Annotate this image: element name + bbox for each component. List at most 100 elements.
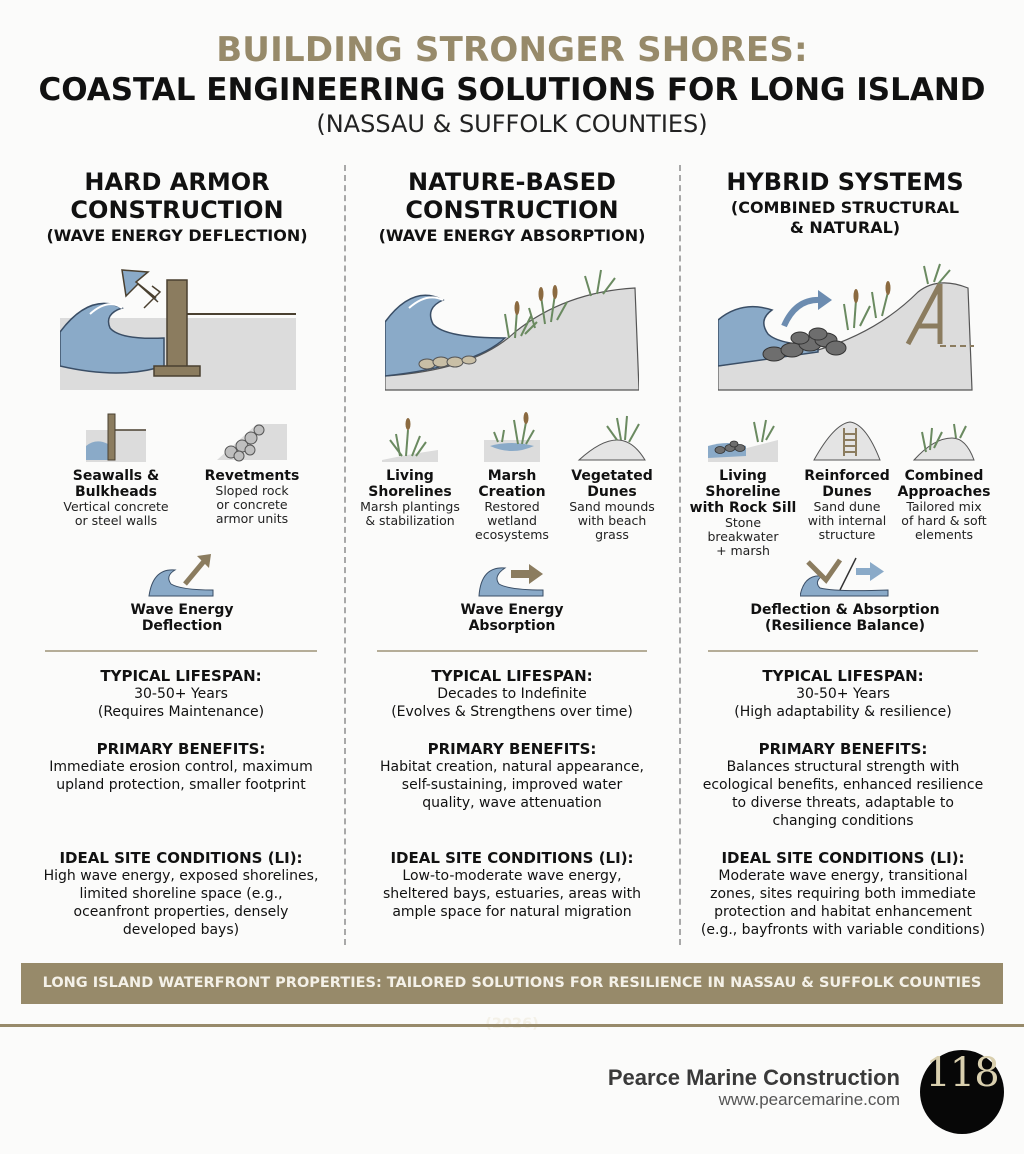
energy-label: Absorption xyxy=(468,618,556,634)
lifespan-text: (High adaptability & resilience) xyxy=(734,704,952,720)
item-desc: with beach xyxy=(577,513,647,528)
conditions-text: ample space for natural migration xyxy=(392,904,632,920)
item-title: Shorelines xyxy=(368,484,452,500)
item-marsh-creation: Marsh Creation Restored wetland ecosyste… xyxy=(458,410,566,542)
column-hybrid: HYBRID SYSTEMS (COMBINED STRUCTURAL & NA… xyxy=(680,168,1010,238)
section-rule xyxy=(708,650,978,652)
lifespan-heading: TYPICAL LIFESPAN: xyxy=(431,667,593,685)
combined-icon xyxy=(912,423,975,461)
item-desc: Sand mounds xyxy=(569,499,655,514)
item-desc: Stone xyxy=(724,515,762,530)
wave-absorb-icon xyxy=(478,564,544,597)
item-desc: or concrete xyxy=(216,497,288,512)
dune-icon xyxy=(577,415,646,461)
conditions-section: IDEAL SITE CONDITIONS (LI): High wave en… xyxy=(26,849,336,939)
item-title: Approaches xyxy=(897,484,991,500)
column-nature-based: NATURE-BASED CONSTRUCTION (WAVE ENERGY A… xyxy=(347,168,677,246)
item-combined-approaches: Combined Approaches Tailored mix of hard… xyxy=(890,410,998,542)
wetland-icon xyxy=(484,412,540,462)
conditions-text: Low-to-moderate wave energy, xyxy=(402,868,622,884)
lifespan-text: (Evolves & Strengthens over time) xyxy=(391,704,633,720)
marsh-grass-icon xyxy=(382,418,438,462)
column-heading: HYBRID SYSTEMS xyxy=(726,168,964,196)
title-line-1: BUILDING STRONGER SHORES: xyxy=(216,30,808,70)
item-reinforced-dunes: Reinforced Dunes Sand dune with internal… xyxy=(793,410,901,542)
hybrid-illustration xyxy=(718,263,974,391)
item-desc: ecosystems xyxy=(475,527,549,542)
item-title: with Rock Sill xyxy=(689,500,797,516)
column-subheading: (COMBINED STRUCTURAL xyxy=(730,198,960,217)
benefits-heading: PRIMARY BENEFITS: xyxy=(758,740,928,758)
conditions-text: Moderate wave energy, transitional xyxy=(718,868,968,884)
item-desc: or steel walls xyxy=(74,513,158,528)
reinforced-dune-icon xyxy=(813,421,881,461)
benefits-text: ecological benefits, enhanced resilience xyxy=(702,777,984,793)
item-desc: Tailored mix xyxy=(906,499,982,514)
section-rule xyxy=(45,650,317,652)
item-title: Dunes xyxy=(822,484,872,500)
lifespan-text: (Requires Maintenance) xyxy=(97,704,265,720)
column-divider xyxy=(679,165,681,945)
lifespan-section: TYPICAL LIFESPAN: 30-50+ Years (High ada… xyxy=(688,667,998,721)
benefits-text: Habitat creation, natural appearance, xyxy=(380,759,644,775)
item-desc: wetland xyxy=(487,513,537,528)
column-heading: CONSTRUCTION xyxy=(405,196,619,224)
item-title: Vegetated xyxy=(571,468,653,484)
item-desc: armor units xyxy=(215,511,289,526)
conditions-text: (e.g., bayfronts with variable condition… xyxy=(700,922,986,938)
bottom-banner: LONG ISLAND WATERFRONT PROPERTIES: TAILO… xyxy=(21,963,1003,1032)
lifespan-section: TYPICAL LIFESPAN: Decades to Indefinite … xyxy=(357,667,667,721)
benefits-text: Immediate erosion control, maximum xyxy=(49,759,313,775)
item-vegetated-dunes: Vegetated Dunes Sand mounds with beach g… xyxy=(558,410,666,542)
item-desc: elements xyxy=(914,527,974,542)
benefits-text: changing conditions xyxy=(772,813,914,829)
item-seawalls: Seawalls & Bulkheads Vertical concrete o… xyxy=(62,410,170,528)
benefits-section: PRIMARY BENEFITS: Immediate erosion cont… xyxy=(26,740,336,794)
benefits-text: Balances structural strength with xyxy=(726,759,960,775)
column-heading: NATURE-BASED xyxy=(408,168,616,196)
benefits-text: quality, wave attenuation xyxy=(422,795,602,811)
energy-label: Deflection xyxy=(141,618,223,634)
seawall-illustration xyxy=(60,269,296,390)
column-subheading: (WAVE ENERGY DEFLECTION) xyxy=(46,226,308,245)
item-desc: grass xyxy=(595,527,629,542)
energy-label: (Resilience Balance) xyxy=(764,618,926,634)
energy-label: Wave Energy xyxy=(460,602,564,618)
lifespan-section: TYPICAL LIFESPAN: 30-50+ Years (Requires… xyxy=(26,667,336,721)
item-desc: structure xyxy=(818,527,876,542)
conditions-section: IDEAL SITE CONDITIONS (LI): Low-to-moder… xyxy=(357,849,667,921)
benefits-section: PRIMARY BENEFITS: Habitat creation, natu… xyxy=(357,740,667,812)
energy-label: Wave Energy xyxy=(130,602,234,618)
item-title: Dunes xyxy=(587,484,637,500)
lifespan-text: 30-50+ Years xyxy=(796,686,890,702)
conditions-text: oceanfront properties, densely xyxy=(73,904,289,920)
conditions-heading: IDEAL SITE CONDITIONS (LI): xyxy=(390,849,634,867)
rock-sill-icon xyxy=(708,419,778,462)
benefits-text: self-sustaining, improved water xyxy=(401,777,623,793)
energy-absorption: Wave Energy Absorption xyxy=(362,550,662,634)
conditions-text: High wave energy, exposed shorelines, xyxy=(43,868,319,884)
item-title: Living Shoreline xyxy=(705,468,781,500)
benefits-section: PRIMARY BENEFITS: Balances structural st… xyxy=(688,740,998,830)
badge-number: 118 xyxy=(925,1050,999,1096)
conditions-text: sheltered bays, estuaries, areas with xyxy=(382,886,642,902)
item-living-shoreline-rock-sill: Living Shoreline with Rock Sill Stone br… xyxy=(689,410,797,558)
item-desc: with internal xyxy=(807,513,887,528)
column-subheading: (WAVE ENERGY ABSORPTION) xyxy=(378,226,646,245)
conditions-text: developed bays) xyxy=(122,922,240,938)
conditions-text: limited shoreline space (e.g., xyxy=(79,886,283,902)
benefits-text: to diverse threats, adaptable to xyxy=(732,795,954,811)
item-desc: of hard & soft xyxy=(901,513,987,528)
column-hard-armor: HARD ARMOR CONSTRUCTION (WAVE ENERGY DEF… xyxy=(12,168,342,246)
energy-deflection-absorption: Deflection & Absorption (Resilience Bala… xyxy=(695,550,995,634)
badge-logo: 118 xyxy=(920,1050,1004,1134)
column-heading: CONSTRUCTION xyxy=(70,196,284,224)
company-website[interactable]: www.pearcemarine.com xyxy=(718,1090,900,1109)
conditions-section: IDEAL SITE CONDITIONS (LI): Moderate wav… xyxy=(688,849,998,939)
item-desc: breakwater xyxy=(707,529,779,544)
item-desc: Vertical concrete xyxy=(63,499,169,514)
item-title: Combined xyxy=(904,468,984,484)
conditions-heading: IDEAL SITE CONDITIONS (LI): xyxy=(721,849,965,867)
item-title: Creation xyxy=(478,484,546,500)
item-title: Reinforced xyxy=(804,468,890,484)
